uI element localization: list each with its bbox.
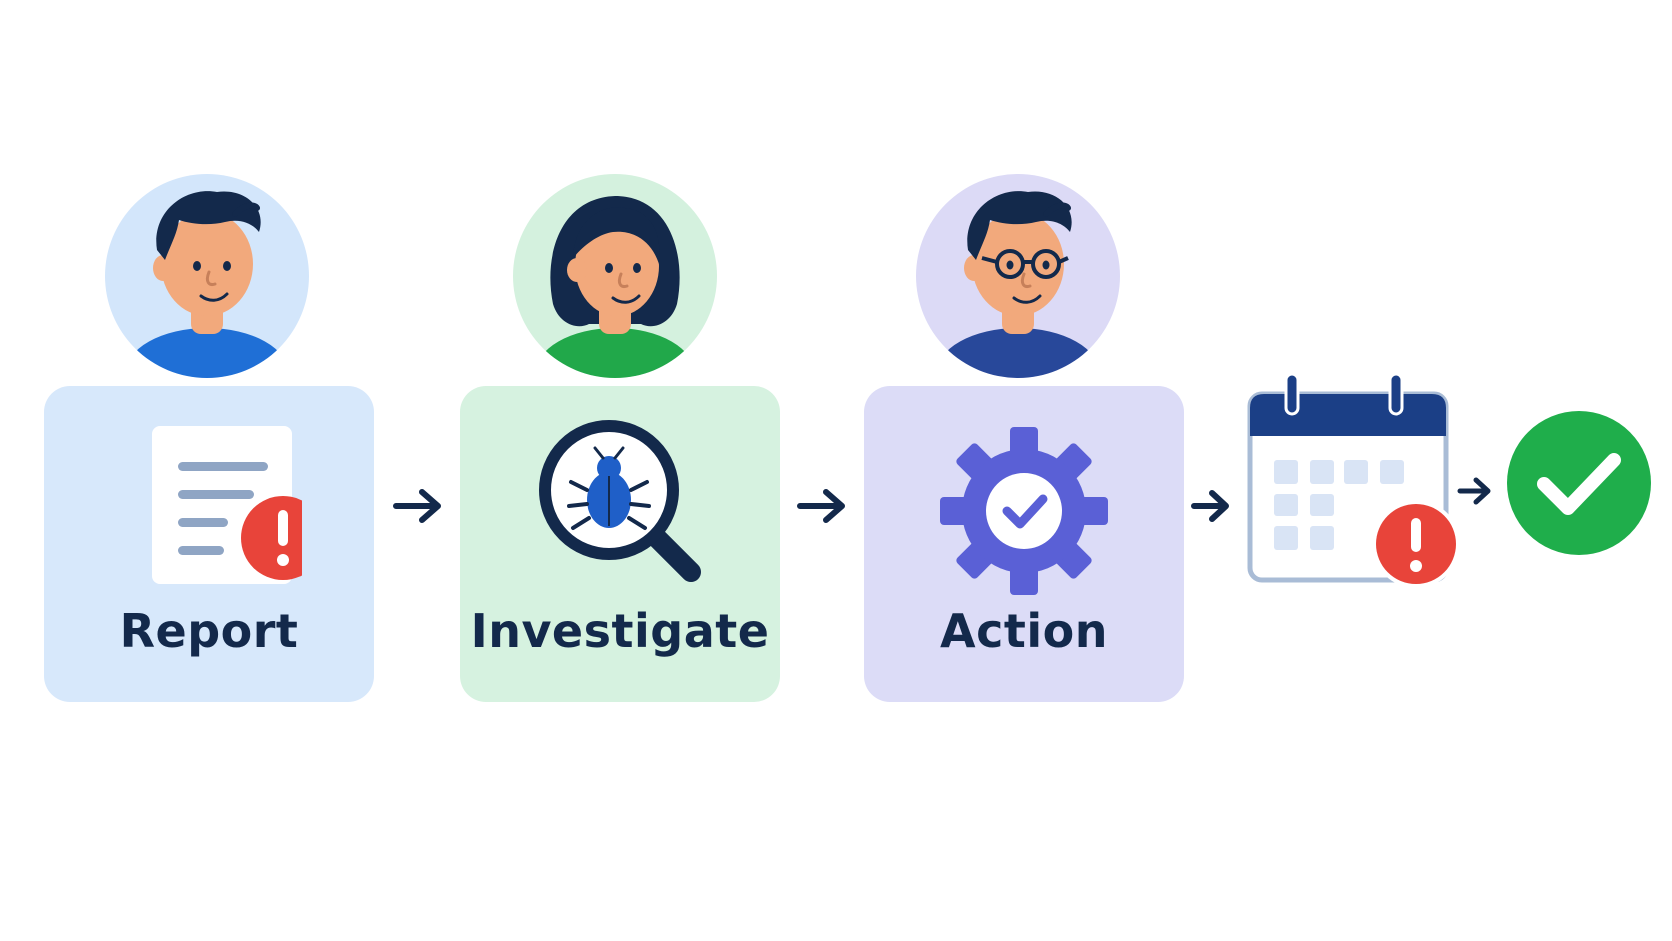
person-glasses-icon: [936, 191, 1100, 378]
report-card: Report: [44, 386, 374, 702]
arrow-right-icon: [797, 489, 845, 523]
action-card: Action: [864, 386, 1184, 702]
bug-icon: [567, 446, 651, 530]
calendar-alert-icon: [1247, 372, 1460, 588]
arrow-right-icon: [1457, 477, 1491, 505]
step-label-action: Action: [940, 604, 1108, 658]
gear-check-icon: [940, 427, 1108, 595]
actor-avatar: [916, 174, 1120, 378]
investigator-avatar: [513, 174, 717, 378]
person-woman-icon: [535, 196, 695, 378]
document-alert-icon: [152, 426, 302, 584]
reporter-avatar: [105, 174, 309, 378]
arrow-right-icon: [393, 489, 441, 523]
check-circle-icon: [1507, 411, 1651, 555]
step-label-report: Report: [119, 604, 299, 658]
arrow-right-icon: [1191, 490, 1229, 522]
bug-magnifier-icon: [539, 420, 701, 582]
investigate-card: Investigate: [460, 386, 780, 702]
step-label-investigate: Investigate: [470, 604, 770, 658]
person-man-icon: [125, 191, 289, 378]
